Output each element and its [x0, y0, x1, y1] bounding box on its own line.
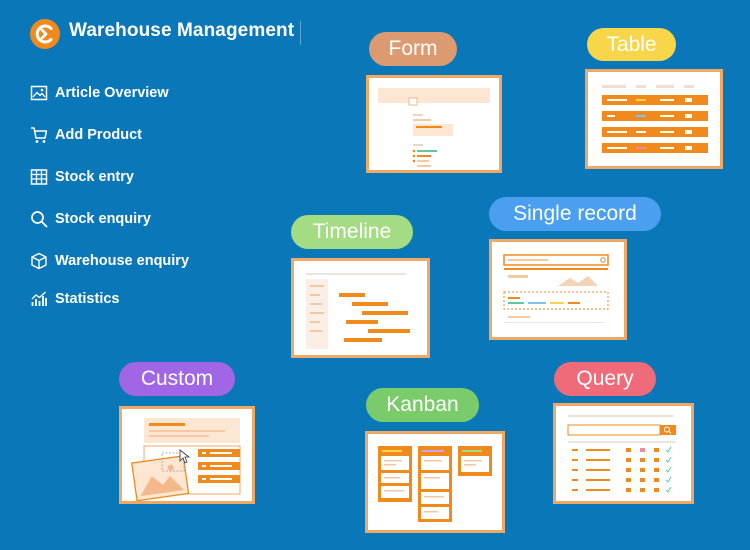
logo-icon: [35, 24, 53, 44]
nav-label: Article Overview: [55, 85, 169, 101]
nav-label: Add Product: [55, 127, 142, 143]
kanban-template-card[interactable]: [365, 431, 505, 533]
pill-timeline[interactable]: Timeline: [291, 215, 413, 249]
kanban-preview: [378, 446, 492, 522]
pill-table[interactable]: Table: [587, 28, 676, 61]
pill-single-record[interactable]: Single record: [489, 197, 661, 231]
nav-item-add-product[interactable]: Add Product: [30, 124, 142, 146]
nav-item-article-overview[interactable]: Article Overview: [30, 82, 169, 104]
timeline-template-card[interactable]: [291, 258, 430, 358]
table-preview: [602, 85, 708, 153]
query-preview: [567, 415, 676, 493]
table-template-card[interactable]: [585, 69, 723, 169]
image-icon: [30, 84, 48, 102]
table-icon: [30, 168, 48, 186]
single-record-template-card[interactable]: [489, 239, 627, 340]
query-template-card[interactable]: [553, 403, 694, 504]
pill-custom[interactable]: Custom: [119, 362, 235, 396]
app-title: Warehouse Management: [69, 20, 295, 41]
nav-label: Statistics: [55, 291, 120, 307]
nav-item-stock-entry[interactable]: Stock entry: [30, 166, 134, 188]
nav-item-statistics[interactable]: Statistics: [30, 288, 119, 310]
custom-template-card[interactable]: [119, 406, 255, 504]
nav-item-warehouse-enquiry[interactable]: Warehouse enquiry: [30, 250, 189, 272]
pill-query[interactable]: Query: [554, 362, 656, 396]
cart-icon: [30, 126, 48, 144]
nav-label: Warehouse enquiry: [55, 253, 190, 269]
timeline-preview: [306, 273, 410, 349]
form-preview: [378, 88, 490, 167]
pill-form[interactable]: Form: [369, 32, 457, 66]
custom-preview: [131, 418, 241, 501]
cube-icon: [30, 252, 48, 270]
chart-icon: [30, 290, 48, 308]
nav-label: Stock enquiry: [55, 211, 151, 227]
app-logo: [30, 19, 60, 49]
single-record-preview: [503, 254, 609, 323]
nav-label: Stock entry: [55, 169, 134, 185]
search-icon: [30, 210, 48, 228]
form-template-card[interactable]: [366, 75, 502, 173]
title-divider: [300, 21, 301, 45]
nav-item-stock-enquiry[interactable]: Stock enquiry: [30, 208, 151, 230]
pill-kanban[interactable]: Kanban: [366, 388, 479, 422]
